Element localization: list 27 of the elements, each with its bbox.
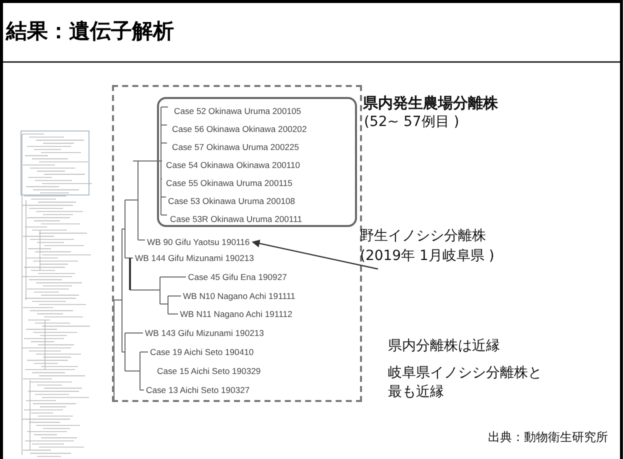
leaf-label: Case 55 Okinawa Uruma 200115: [166, 177, 292, 189]
source-note: 出典：動物衛生研究所: [488, 429, 608, 446]
leaf-label: Case 45 Gifu Ena 190927: [188, 271, 287, 283]
rounded-group-box: [157, 97, 357, 227]
leaf-label: Case 13 Aichi Seto 190327: [146, 384, 250, 396]
note-text: 県内分離株は近縁: [388, 337, 500, 356]
leaf-label: WB 143 Gifu Mizunami 190213: [145, 327, 264, 339]
leaf-label: Case 53 Okinawa Uruma 200108: [168, 195, 296, 207]
note-text: 岐阜県イノシシ分離株と最も近縁: [388, 364, 543, 402]
leaf-label: Case 52 Okinawa Uruma 200105: [174, 105, 302, 117]
slide-title: 結果：遺伝子解析: [6, 18, 174, 45]
leaf-label: Case 54 Okinawa Okinawa 200110: [166, 159, 300, 171]
dashed-group-box: [112, 85, 362, 402]
annotation-text: 野生イノシシ分離株: [360, 227, 486, 245]
leaf-label: WB N11 Nagano Achi 191112: [180, 308, 292, 320]
leaf-label: WB 144 Gifu Mizunami 190213: [135, 252, 254, 264]
leaf-label: WB 90 Gifu Yaotsu 190116: [147, 236, 250, 248]
annotation-text: (2019年 1月岐阜県 ): [360, 247, 494, 265]
leaf-label: Case 15 Aichi Seto 190329: [157, 365, 261, 377]
leaf-label: WB N10 Nagano Achi 191111: [183, 290, 296, 302]
leaf-label: Case 56 Okinawa Okinawa 200202: [172, 123, 307, 135]
group-heading: 県内発生農場分離株: [363, 93, 498, 113]
leaf-label: Case 19 Aichi Seto 190410: [150, 346, 254, 358]
leaf-label: Case 57 Okinawa Uruma 200225: [172, 141, 300, 153]
annotation-text: (52~ 57例目 ): [364, 113, 460, 132]
leaf-label: Case 53R Okinawa Uruma 200111: [170, 213, 302, 225]
arrow: [252, 240, 378, 270]
